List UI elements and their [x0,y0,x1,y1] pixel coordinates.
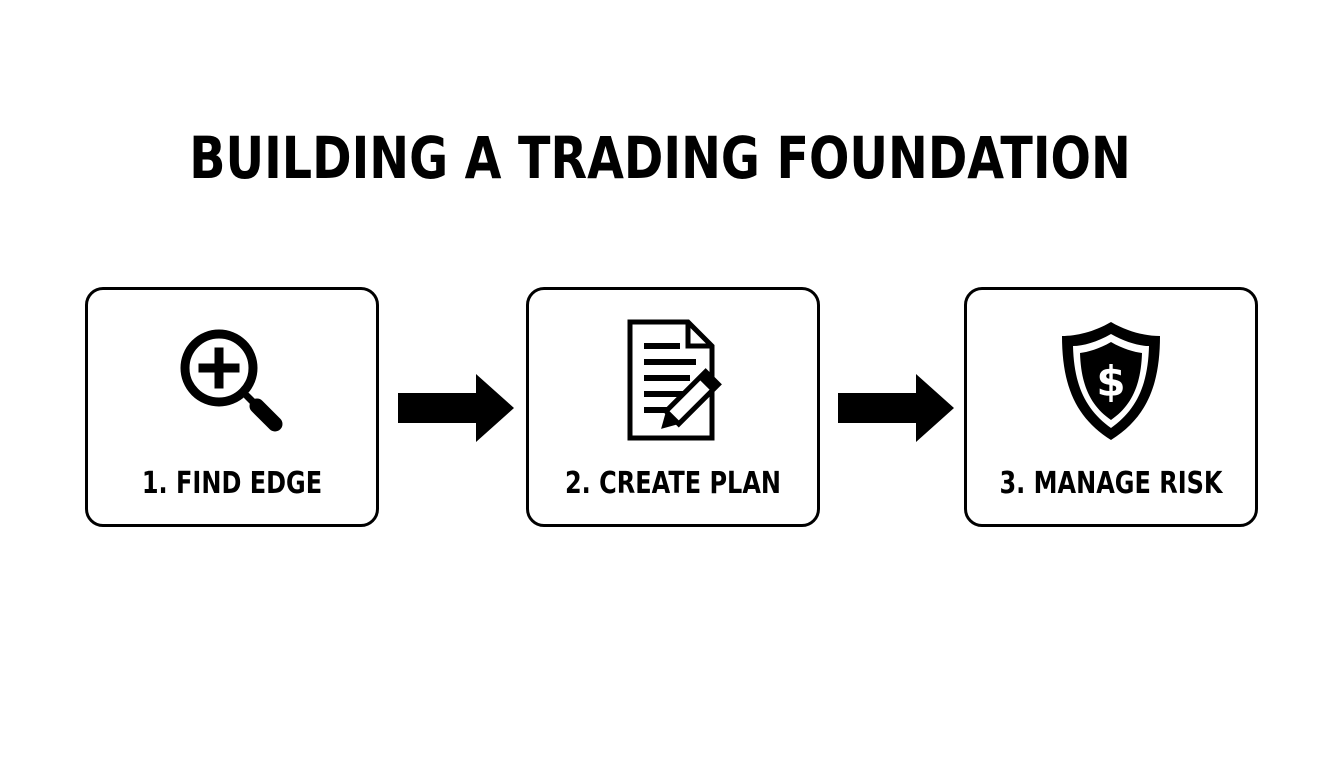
arrow-right-icon [838,374,954,442]
diagram-title: BUILDING A TRADING FOUNDATION [189,124,1131,192]
step-box-create-plan: 2. CREATE PLAN [526,287,820,527]
svg-text:$: $ [1096,357,1125,406]
step-box-find-edge: 1. FIND EDGE [85,287,379,527]
shield-dollar-icon: $ [967,316,1255,446]
document-pencil-icon [529,316,817,446]
step-label-manage-risk: 3. MANAGE RISK [999,466,1223,501]
step-label-create-plan: 2. CREATE PLAN [564,466,782,501]
arrow-right-icon [398,374,514,442]
magnifier-plus-icon [88,316,376,446]
step-label-find-edge: 1. FIND EDGE [141,466,323,501]
step-box-manage-risk: $ 3. MANAGE RISK [964,287,1258,527]
